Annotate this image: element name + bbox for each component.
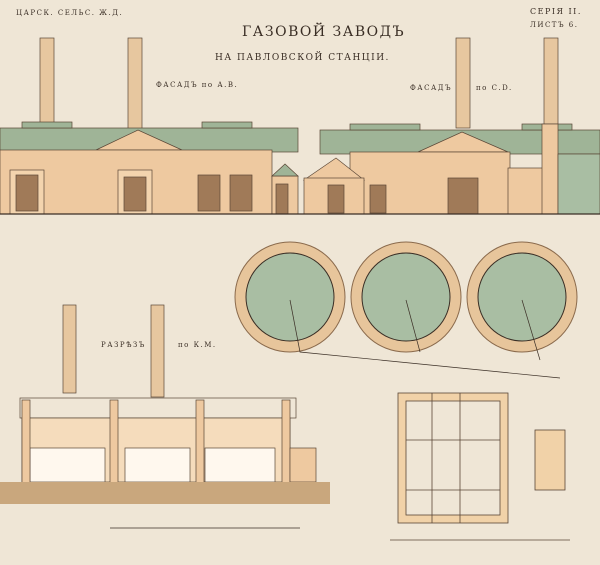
view-label-section: РАЗРѢЗЪ (101, 341, 146, 349)
view-label-facade-cd-suffix: по С.D. (476, 84, 513, 92)
chimney (62, 304, 77, 394)
chimney (455, 37, 471, 129)
view-label-section-suffix: по К.М. (178, 341, 217, 349)
floor-plan (390, 392, 570, 541)
facade-ab (0, 37, 300, 215)
series-label: СЕРІЯ II. (530, 7, 582, 16)
gas-holders (234, 241, 578, 379)
page-title: ГАЗОВОЙ ЗАВОДЪ (242, 24, 406, 40)
chimney (543, 37, 559, 129)
view-label-facade-cd: ФАСАДЪ (410, 84, 453, 92)
section-km (0, 304, 330, 529)
view-label-facade-ab: ФАСАДЪ по А.В. (156, 81, 239, 89)
chimney (39, 37, 55, 129)
sheet-label: ЛИСТЪ 6. (530, 21, 579, 29)
facade-cd (300, 37, 600, 215)
chimney (150, 304, 165, 398)
page-subtitle: НА ПАВЛОВСКОЙ СТАНЦІИ. (215, 53, 390, 63)
chimney (127, 37, 143, 131)
railway-label: ЦАРСК. СЕЛЬС. Ж.Д. (16, 9, 124, 17)
